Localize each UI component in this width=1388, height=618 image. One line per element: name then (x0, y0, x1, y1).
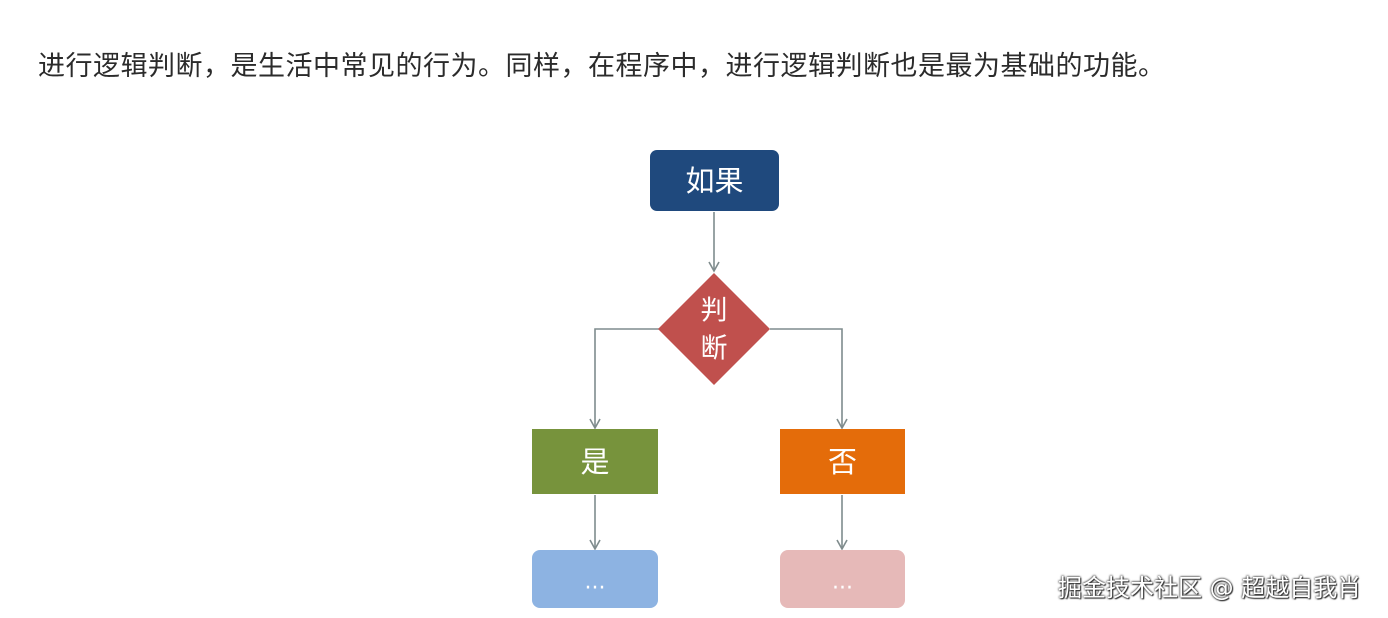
node-yes-box (532, 429, 658, 494)
node-no: 否 (780, 429, 905, 494)
node-yes-next-label: ... (585, 570, 606, 595)
node-yes-label: 是 (580, 445, 609, 479)
node-yes: 是 (532, 429, 658, 494)
node-start: 如果 (650, 150, 779, 211)
node-yes-next-box (532, 550, 658, 608)
node-no-next-label: ... (832, 570, 853, 595)
node-yes-next: ... (532, 550, 658, 608)
node-no-next-box (780, 550, 905, 608)
intro-paragraph: 进行逻辑判断，是生活中常见的行为。同样，在程序中，进行逻辑判断也是最为基础的功能… (38, 51, 1166, 82)
node-decision: 判 断 (658, 273, 770, 385)
arrow-decision-to-no (770, 328, 848, 430)
watermark: 掘金技术社区 @ 超越自我肖 (1058, 574, 1362, 602)
node-start-label: 如果 (685, 164, 743, 198)
node-decision-label-line2: 断 (701, 334, 728, 365)
node-start-box (650, 150, 779, 211)
arrow-decision-to-yes (589, 328, 660, 430)
node-decision-diamond (658, 273, 770, 385)
node-no-label: 否 (828, 445, 857, 479)
node-no-box (780, 429, 905, 494)
node-decision-label-line1: 判 (701, 296, 728, 327)
connectors (589, 212, 848, 551)
node-no-next: ... (780, 550, 905, 608)
